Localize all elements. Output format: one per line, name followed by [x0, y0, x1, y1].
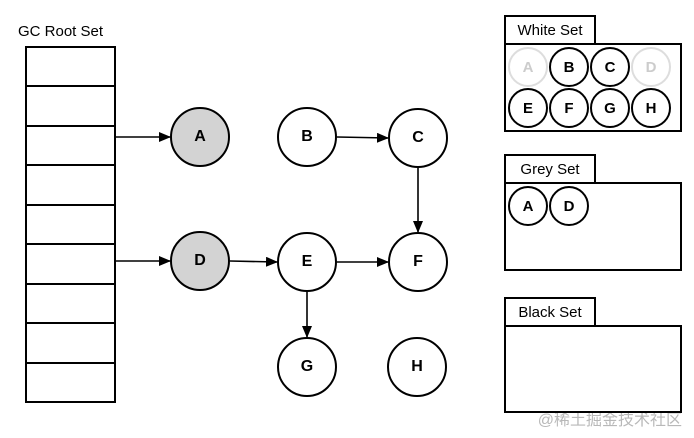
white-set-member-D: D [631, 47, 671, 87]
edge-D-E [229, 256, 278, 267]
gc-root-slot [27, 48, 114, 88]
grey-set-label: Grey Set [520, 160, 580, 178]
gc-root-set-label: GC Root Set [18, 23, 104, 40]
white-set-member-E: E [508, 88, 548, 128]
watermark: @稀土掘金技术社区 [537, 412, 682, 429]
graph-node-A: A [170, 107, 230, 167]
white-set-member-A: A [508, 47, 548, 87]
edge-B-C [336, 132, 389, 143]
gc-root-slot [27, 324, 114, 364]
black-set-box: Black Set [504, 297, 682, 413]
white-set-member-F: F [549, 88, 589, 128]
white-set-label: White Set [517, 21, 583, 39]
graph-node-H: H [387, 337, 447, 397]
gc-root-slot [27, 285, 114, 325]
black-set-label: Black Set [518, 303, 582, 321]
graph-node-C: C [388, 108, 448, 168]
white-set-tab: White Set [504, 15, 596, 45]
white-set-member-G: G [590, 88, 630, 128]
grey-set-member-D: D [549, 186, 589, 226]
black-set-tab: Black Set [504, 297, 596, 327]
gc-root-slot [27, 127, 114, 167]
graph-node-G: G [277, 337, 337, 397]
gc-root-slot [27, 87, 114, 127]
gc-root-slot [27, 166, 114, 206]
grey-set-member-A: A [508, 186, 548, 226]
gc-root-slot [27, 206, 114, 246]
white-set-member-B: B [549, 47, 589, 87]
black-set-body [504, 325, 682, 413]
white-set-member-H: H [631, 88, 671, 128]
gc-root-set-table [25, 46, 116, 403]
graph-node-B: B [277, 107, 337, 167]
graph-node-D: D [170, 231, 230, 291]
graph-node-F: F [388, 232, 448, 292]
white-set-member-C: C [590, 47, 630, 87]
grey-set-tab: Grey Set [504, 154, 596, 184]
gc-root-slot [27, 245, 114, 285]
graph-node-E: E [277, 232, 337, 292]
